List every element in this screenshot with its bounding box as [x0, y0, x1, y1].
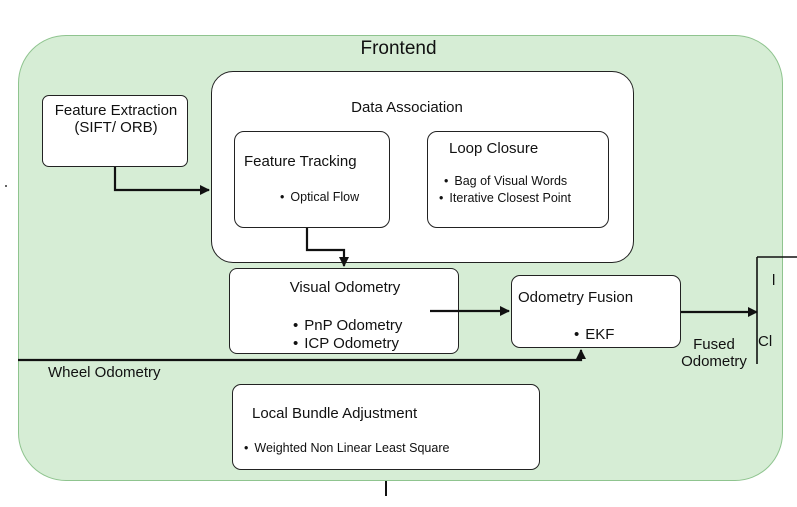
visual-odometry-box: Visual Odometry PnP Odometry ICP Odometr… [229, 268, 459, 354]
fused-odometry-line2: Odometry [681, 353, 747, 370]
feature-tracking-title: Feature Tracking [244, 153, 357, 170]
loop-closure-item-icp: Iterative Closest Point [439, 191, 571, 205]
feature-tracking-item-optical-flow: Optical Flow [280, 190, 359, 204]
loop-closure-item-bag-of-visual-words: Bag of Visual Words [444, 174, 567, 188]
wheel-odometry-label: Wheel Odometry [48, 364, 161, 381]
arrow-feature-extraction-to-data-association [113, 167, 210, 195]
odometry-fusion-item-ekf: EKF [574, 326, 614, 343]
odometry-fusion-box: Odometry Fusion EKF [511, 275, 681, 348]
feature-extraction-line2: (SIFT/ ORB) [74, 119, 158, 136]
data-association-title: Data Association [351, 99, 463, 116]
visual-odometry-item-icp: ICP Odometry [293, 335, 399, 352]
fused-odometry-label: Fused Odometry [678, 336, 750, 370]
local-bundle-adjustment-title: Local Bundle Adjustment [252, 405, 418, 422]
local-bundle-adjustment-item-wnlls: Weighted Non Linear Least Square [244, 441, 449, 455]
loop-closure-title: Loop Closure [449, 140, 539, 157]
feature-extraction-box: Feature Extraction (SIFT/ ORB) [42, 95, 188, 167]
odometry-fusion-title: Odometry Fusion [518, 289, 634, 306]
arrow-feature-tracking-to-visual-odometry [305, 228, 349, 267]
frontend-title: Frontend [360, 38, 437, 59]
visual-odometry-item-pnp: PnP Odometry [293, 317, 402, 334]
feature-tracking-box: Feature Tracking Optical Flow [234, 131, 390, 228]
loop-closure-box: Loop Closure Bag of Visual Words Iterati… [427, 131, 609, 228]
right-edge-fragment-top: l [772, 272, 776, 289]
left-edge-dot [5, 185, 7, 187]
visual-odometry-title: Visual Odometry [289, 279, 401, 296]
right-edge-fragment-mid: Cl [758, 333, 773, 350]
feature-extraction-label: Feature Extraction (SIFT/ ORB) [43, 102, 189, 136]
arrow-wheel-odometry-to-odometry-fusion [18, 349, 586, 362]
feature-extraction-line1: Feature Extraction [54, 102, 178, 119]
local-bundle-adjustment-box: Local Bundle Adjustment Weighted Non Lin… [232, 384, 540, 470]
fused-odometry-line1: Fused [693, 336, 735, 353]
